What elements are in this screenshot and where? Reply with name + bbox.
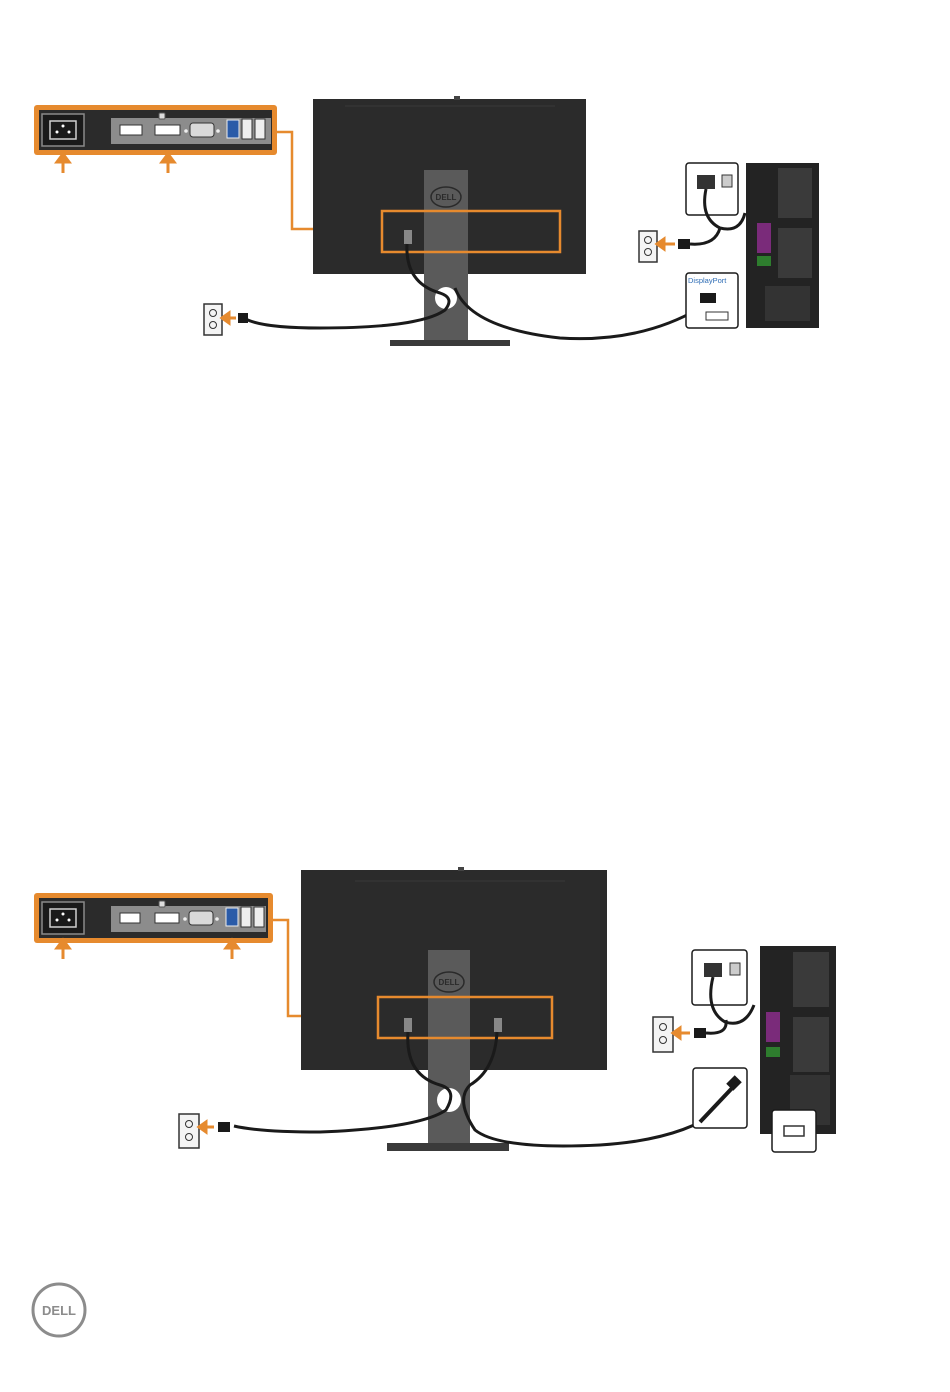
pc-audio-ports bbox=[757, 256, 771, 266]
arrow-up-icon bbox=[162, 154, 174, 173]
power-plug-connected bbox=[404, 1018, 412, 1032]
connection-diagram-displayport: DELL bbox=[0, 88, 950, 418]
outlet-plate bbox=[204, 304, 222, 335]
cable-management-hole bbox=[435, 287, 457, 309]
vga-port bbox=[190, 123, 214, 137]
usb-port bbox=[784, 1126, 804, 1136]
power-outlet-icon bbox=[204, 304, 248, 335]
displayport-port bbox=[155, 913, 179, 923]
usb-downstream-port bbox=[255, 119, 265, 139]
port-callout-panel bbox=[34, 893, 273, 959]
pc-vent-top bbox=[778, 168, 812, 218]
footer-dell-logo: DELL bbox=[30, 1281, 88, 1344]
power-pin bbox=[62, 125, 65, 128]
power-outlet-icon bbox=[179, 1114, 230, 1148]
pc-vent-middle bbox=[793, 1017, 829, 1072]
arrow-left-icon bbox=[657, 239, 675, 249]
monitor-base bbox=[390, 340, 510, 346]
computer-rear: DisplayPort bbox=[639, 163, 819, 328]
vga-screw bbox=[216, 129, 220, 133]
usb-upstream-port bbox=[227, 120, 239, 138]
power-port bbox=[722, 175, 732, 187]
pc-expansion-slot bbox=[765, 286, 810, 321]
power-outlet-icon bbox=[639, 231, 657, 262]
vga-port bbox=[189, 911, 213, 925]
power-pin bbox=[68, 131, 71, 134]
usb-plug-connected bbox=[494, 1018, 502, 1032]
power-port bbox=[42, 902, 84, 934]
power-pin bbox=[56, 919, 59, 922]
power-pin bbox=[56, 131, 59, 134]
vga-screw bbox=[183, 917, 187, 921]
plug-icon bbox=[238, 313, 248, 323]
usb-downstream-port bbox=[242, 119, 252, 139]
pc-power-inset bbox=[692, 950, 747, 1005]
outlet-plate bbox=[179, 1114, 199, 1148]
lock-slot-icon bbox=[159, 113, 165, 119]
hdmi-port bbox=[120, 125, 142, 135]
plug-icon bbox=[697, 175, 715, 189]
pc-vent-middle bbox=[778, 228, 812, 278]
displayport-port bbox=[155, 125, 180, 135]
hdmi-port bbox=[120, 913, 140, 923]
power-port bbox=[730, 963, 740, 975]
plug-icon bbox=[694, 1028, 706, 1038]
monitor-logo-text: DELL bbox=[436, 193, 457, 202]
diagram-svg: DELL bbox=[0, 860, 950, 1190]
pc-io-ports bbox=[766, 1012, 780, 1042]
vga-screw bbox=[184, 129, 188, 133]
power-port bbox=[42, 114, 84, 146]
arrow-up-icon bbox=[57, 154, 69, 173]
power-pin bbox=[68, 919, 71, 922]
usb-downstream-port bbox=[254, 907, 264, 927]
plug-icon bbox=[218, 1122, 230, 1132]
port-callout-panel bbox=[34, 105, 277, 173]
connection-diagram-usb: DELL bbox=[0, 860, 950, 1190]
plug-icon bbox=[704, 963, 722, 977]
monitor-top-button bbox=[454, 96, 460, 100]
displayport-cable bbox=[455, 288, 700, 339]
monitor-top-button bbox=[458, 867, 464, 871]
computer-rear bbox=[653, 946, 836, 1152]
arrow-left-icon bbox=[199, 1122, 214, 1132]
displayport-plug bbox=[700, 293, 716, 303]
arrow-left-icon bbox=[222, 313, 236, 323]
vga-screw bbox=[215, 917, 219, 921]
power-plug-connected bbox=[404, 230, 412, 244]
monitor-base bbox=[387, 1143, 509, 1151]
usb-downstream-port bbox=[241, 907, 251, 927]
lock-slot-icon bbox=[159, 901, 165, 907]
displayport-port bbox=[706, 312, 728, 320]
dell-logo-icon: DELL bbox=[30, 1281, 88, 1339]
plug-icon bbox=[678, 239, 690, 249]
monitor-rear: DELL bbox=[301, 867, 607, 1151]
monitor-rear: DELL bbox=[313, 96, 586, 346]
diagram-svg: DELL bbox=[0, 88, 950, 418]
power-pin bbox=[62, 913, 65, 916]
displayport-label: DisplayPort bbox=[688, 276, 727, 285]
pc-audio-ports bbox=[766, 1047, 780, 1057]
pc-io-ports bbox=[757, 223, 771, 253]
power-outlet-icon bbox=[653, 1017, 673, 1052]
outlet-cable bbox=[690, 228, 720, 244]
pc-vent-top bbox=[793, 952, 829, 1007]
usb-upstream-port bbox=[226, 908, 238, 926]
arrow-left-icon bbox=[673, 1028, 690, 1038]
monitor-logo-text: DELL bbox=[439, 978, 460, 987]
logo-text: DELL bbox=[42, 1303, 76, 1318]
